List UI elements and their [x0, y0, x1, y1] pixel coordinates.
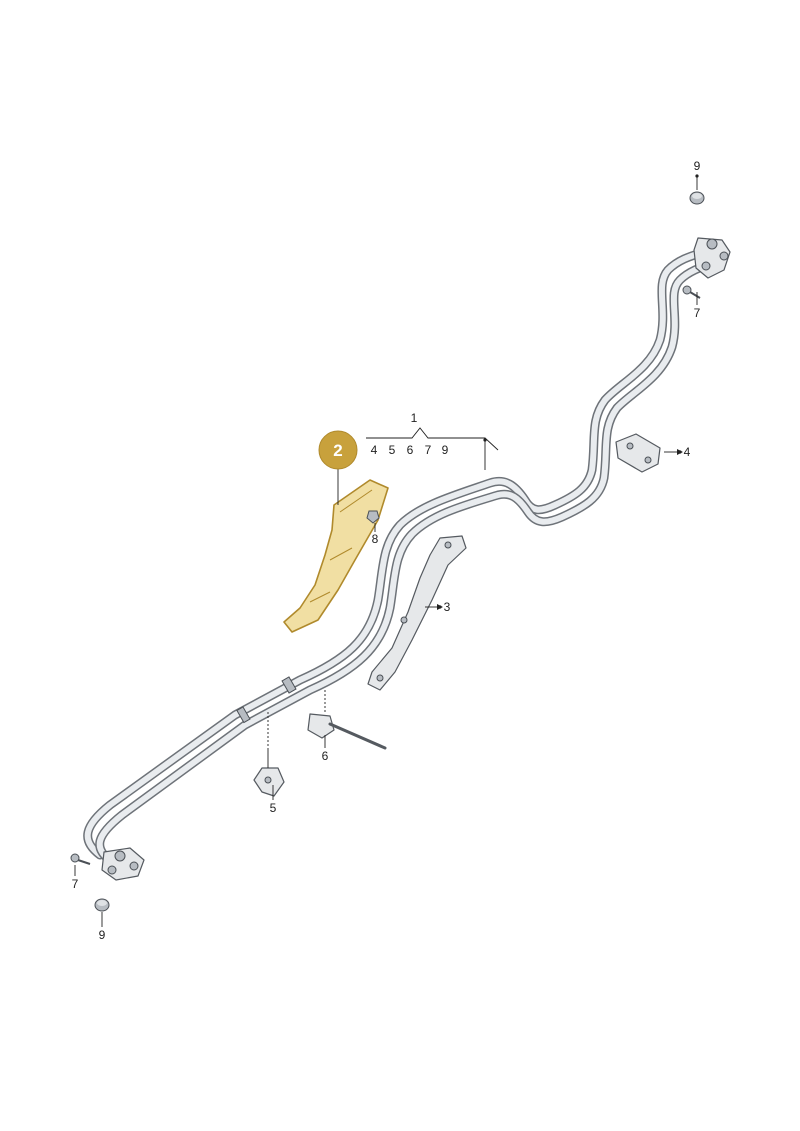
- bolt-part-7-bottom[interactable]: [70, 853, 91, 865]
- callout-5[interactable]: 5: [270, 801, 277, 815]
- callout-6[interactable]: 6: [322, 749, 329, 763]
- callout-2-text: 2: [333, 441, 342, 460]
- callout-7-top[interactable]: 7: [694, 306, 701, 320]
- cap-part-9-bottom[interactable]: [94, 898, 110, 912]
- connector-flange-bottom[interactable]: [101, 847, 145, 881]
- nut-part-8[interactable]: [366, 510, 380, 524]
- leader-lines: [74, 175, 698, 927]
- callout-7-bottom[interactable]: 7: [72, 877, 79, 891]
- callout-8[interactable]: 8: [372, 532, 379, 546]
- bracket-clip-part-5[interactable]: [253, 750, 285, 797]
- callout-group-children: 4 5 6 7 9: [371, 443, 449, 457]
- bracket-part-3[interactable]: [367, 535, 467, 691]
- connector-flange-top[interactable]: [693, 237, 731, 279]
- callout-3[interactable]: 3: [444, 600, 451, 614]
- cable-tie-part-6[interactable]: [307, 713, 387, 750]
- callout-group-child[interactable]: 9: [442, 443, 449, 457]
- coolant-pipe-assembly[interactable]: [83, 245, 721, 867]
- callout-1[interactable]: 1: [411, 411, 418, 425]
- mount-plate-part-4[interactable]: [615, 433, 661, 473]
- callout-group-child[interactable]: 5: [389, 443, 396, 457]
- dot-arrow-icon: [437, 174, 699, 610]
- callout-group-child[interactable]: 6: [407, 443, 414, 457]
- callout-9-top[interactable]: 9: [694, 159, 701, 173]
- cap-part-9-top[interactable]: [689, 191, 705, 205]
- heat-shield-part-2[interactable]: [283, 479, 389, 633]
- callout-4[interactable]: 4: [684, 445, 691, 459]
- callout-group-child[interactable]: 7: [425, 443, 432, 457]
- callout-highlighted-2[interactable]: 2: [318, 430, 358, 470]
- callout-9-bottom[interactable]: 9: [99, 928, 106, 942]
- bolt-part-7-top[interactable]: [682, 285, 701, 299]
- callout-group-child[interactable]: 4: [371, 443, 378, 457]
